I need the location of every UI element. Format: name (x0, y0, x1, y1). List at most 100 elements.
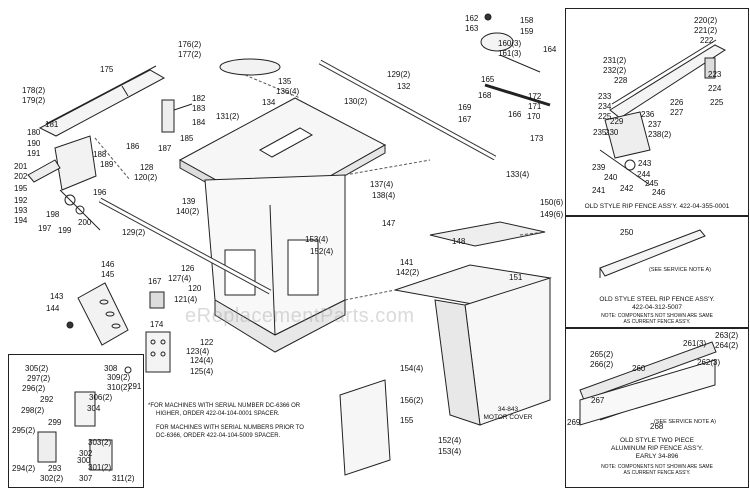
part-callout-236: 236 (641, 110, 655, 119)
part-callout-297: 297(2) (27, 374, 51, 383)
part-callout-242: 242 (620, 184, 634, 193)
part-callout-178: 178(2) (22, 86, 46, 95)
part-callout-166: 166 (508, 110, 522, 119)
part-callout-301: 301(2) (88, 463, 112, 472)
part-callout-189: 189 (100, 160, 114, 169)
part-callout-164: 164 (543, 45, 557, 54)
part-callout-168: 168 (478, 91, 492, 100)
part-callout-265: 265(2) (590, 350, 614, 359)
part-callout-129a: 129(2) (387, 70, 411, 79)
rip-fence-assembly-right (599, 39, 727, 186)
part-callout-158: 158 (520, 16, 534, 25)
motor-cover-label-2: MOTOR COVER (483, 414, 533, 421)
part-callout-142: 142(2) (396, 268, 420, 277)
part-callout-225b: 225 (598, 112, 612, 121)
part-callout-197: 197 (38, 224, 52, 233)
part-callout-132: 132 (397, 82, 411, 91)
access-door-part (66, 282, 129, 346)
part-callout-124: 124(4) (190, 356, 214, 365)
part-callout-230: 230 (605, 128, 619, 137)
part-callout-201: 201 (14, 162, 28, 171)
part-callout-235: 235 (593, 128, 607, 137)
part-callout-131: 131(2) (216, 112, 240, 121)
part-callout-227: 227 (670, 108, 684, 117)
part-callout-268: 268 (650, 422, 664, 431)
two-piece-fence-title-1: OLD STYLE TWO PIECE (620, 437, 694, 444)
part-callout-311: 311(2) (112, 474, 135, 483)
part-callout-307: 307 (79, 474, 93, 483)
part-callout-260: 260 (632, 364, 646, 373)
part-callout-120: 120(2) (134, 173, 158, 182)
part-callout-231: 231(2) (603, 56, 627, 65)
part-callout-308: 308 (104, 364, 118, 373)
part-callout-162: 162 (465, 14, 479, 23)
part-callout-128: 128 (140, 163, 154, 172)
part-callout-137: 137(4) (370, 180, 394, 189)
part-callout-126: 126 (181, 264, 195, 273)
part-callout-267: 267 (591, 396, 605, 405)
part-callout-145: 145 (101, 270, 115, 279)
part-callout-153b: 153(4) (438, 447, 462, 456)
part-callout-187: 187 (158, 144, 172, 153)
part-callout-239: 239 (592, 163, 606, 172)
table-insert-part (219, 58, 281, 76)
part-callout-151: 151 (509, 273, 523, 282)
part-callout-133: 133(4) (506, 170, 530, 179)
part-callout-188: 188 (93, 150, 107, 159)
part-callout-171: 171 (528, 102, 542, 111)
watermark: eReplacementParts.com (185, 305, 415, 327)
part-callout-173: 173 (530, 134, 544, 143)
part-callout-181: 181 (45, 120, 59, 129)
part-callout-167b: 167 (458, 115, 472, 124)
part-callout-244: 244 (637, 170, 651, 179)
part-callout-234: 234 (598, 102, 612, 111)
part-callout-139: 139 (182, 197, 196, 206)
part-callout-221: 221(2) (694, 26, 718, 35)
part-callout-138: 138(4) (372, 191, 396, 200)
part-callout-176: 176(2) (178, 40, 202, 49)
rail-guide-part (98, 59, 497, 295)
part-callout-237: 237 (648, 120, 662, 129)
part-callout-194: 194 (14, 216, 28, 225)
part-callout-167a: 167 (148, 277, 162, 286)
part-callout-125: 125(4) (190, 367, 214, 376)
part-callout-298: 298(2) (21, 406, 45, 415)
motor-cover-label-1: 34-843 (497, 406, 519, 413)
switch-assembly-part (37, 366, 132, 471)
spacer-note-line-3: FOR MACHINES WITH SERIAL NUMBERS PRIOR T… (156, 425, 304, 431)
part-callout-149: 149(6) (540, 210, 564, 219)
old-style-rip-fence-caption: OLD STYLE RIP FENCE ASS'Y. 422-04-355-00… (584, 203, 730, 210)
part-callout-263: 263(2) (715, 331, 739, 340)
part-callout-170: 170 (527, 112, 541, 121)
part-callout-199: 199 (58, 226, 72, 235)
part-callout-134: 134 (262, 98, 276, 107)
part-callout-156: 156(2) (400, 396, 424, 405)
part-callout-143: 143 (50, 292, 64, 301)
spacer-note-line-2: HIGHER, ORDER 422-04-104-0001 SPACER. (156, 411, 280, 417)
part-callout-153: 153(4) (305, 235, 329, 244)
part-callout-264: 264(2) (715, 341, 739, 350)
part-callout-228: 228 (614, 76, 628, 85)
part-callout-241: 241 (592, 186, 606, 195)
rip-fence-rail-part (38, 65, 166, 137)
part-callout-195: 195 (14, 184, 28, 193)
part-callout-172: 172 (528, 92, 542, 101)
part-callout-147: 147 (382, 219, 396, 228)
part-callout-159: 159 (520, 27, 534, 36)
part-callout-186: 186 (126, 142, 140, 151)
part-callout-223: 223 (708, 70, 722, 79)
part-callout-160: 160(3) (498, 39, 522, 48)
part-callout-303: 303(2) (88, 438, 112, 447)
part-callout-185: 185 (180, 134, 194, 143)
part-callout-226: 226 (670, 98, 684, 107)
part-callout-144: 144 (46, 304, 60, 313)
two-piece-fence-title-2: ALUMINUM RIP FENCE ASS'Y. (610, 445, 704, 452)
part-callout-163: 163 (465, 24, 479, 33)
part-callout-127: 127(4) (168, 274, 192, 283)
service-note-a-label-1: (SEE SERVICE NOTE A) (649, 267, 711, 273)
part-callout-150: 150(6) (540, 198, 564, 207)
part-callout-120b: 120 (188, 284, 202, 293)
spacer-note-line-1: *FOR MACHINES WITH SERIAL NUMBER DC-6366… (148, 403, 301, 409)
part-callout-292: 292 (40, 395, 54, 404)
